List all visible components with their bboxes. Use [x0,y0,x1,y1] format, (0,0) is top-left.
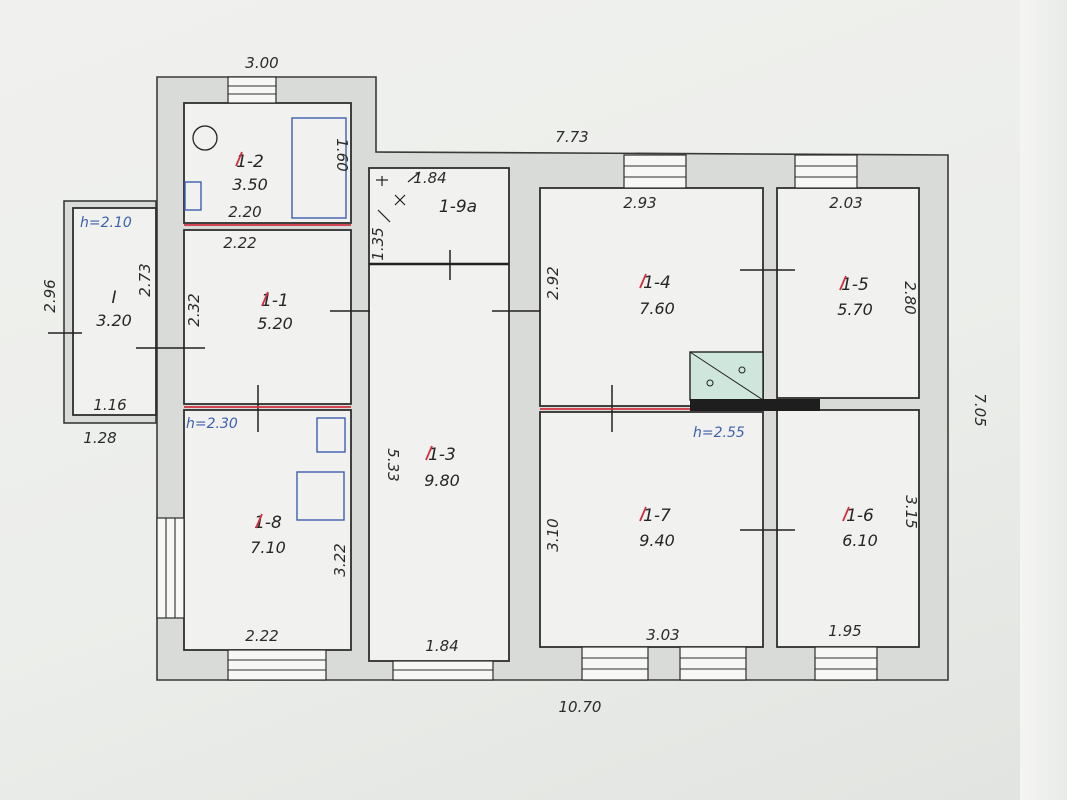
dim-top-left: 3.00 [245,54,278,72]
dim-veranda-height: 2.96 [41,279,59,312]
dim-1-9a-width: 1.84 [413,169,446,187]
room-1-7 [539,411,764,648]
room-number-1-6: 1-6 [846,506,874,526]
room-1-5 [776,187,920,399]
room-1-2 [183,102,352,224]
room-number-1-2: 1-2 [236,152,264,172]
room-1-3 [368,167,510,662]
room-number-1-9a: 1-9a [439,197,477,217]
ceiling-height-veranda: h=2.10 [80,215,132,231]
room-area-veranda: 3.20 [96,311,132,330]
vent-cross-icon [376,171,421,223]
ceiling-height-1-8: h=2.30 [186,416,238,432]
dim-1-3-width: 1.84 [425,637,458,655]
room-veranda [72,207,157,416]
dim-1-5-width: 2.03 [829,194,862,212]
dim-veranda-bottom-inner: 1.16 [93,396,126,414]
room-area-1-6: 6.10 [842,531,878,550]
dim-1-5-height: 2.80 [901,281,919,314]
dim-1-9a-height: 1.35 [369,227,387,260]
dim-right: 7.05 [971,393,989,426]
dim-bottom: 10.70 [559,698,602,716]
room-number-1-1: 1-1 [261,291,289,311]
room-1-1 [183,229,352,405]
rooms [72,102,920,662]
room-number-1-4: 1-4 [643,273,671,293]
room-area-1-8: 7.10 [250,538,286,557]
room-1-6 [776,409,920,648]
dim-veranda-side: 2.73 [136,263,154,296]
dim-top-right: 7.73 [555,128,588,146]
room-number-veranda: I [111,288,116,308]
room-area-1-5: 5.70 [837,300,873,319]
room-area-1-1: 5.20 [257,314,293,333]
dim-1-2-width: 2.20 [228,203,261,221]
dim-1-1-height: 2.32 [185,293,203,326]
dim-1-4-height: 2.92 [544,266,562,299]
door-marks [48,269,795,531]
room-number-1-3: 1-3 [428,445,456,465]
room-area-1-3: 9.80 [424,471,460,490]
room-number-1-7: 1-7 [643,506,671,526]
dim-1-1-width: 2.22 [223,234,256,252]
dim-1-6-width: 1.95 [828,622,861,640]
dim-1-6-height: 3.15 [902,495,920,528]
dim-1-8-width: 2.22 [245,627,278,645]
red-ticks [235,151,850,529]
dim-1-8-height: 3.22 [331,543,349,576]
paper-edge [1020,0,1067,800]
room-area-1-2: 3.50 [232,175,268,194]
stove-icon [689,351,820,411]
ceiling-height-main: h=2.55 [693,425,745,441]
dim-veranda-bottom-outer: 1.28 [83,429,116,447]
dim-1-7-width: 3.03 [646,626,679,644]
room-area-1-7: 9.40 [639,531,675,550]
dim-1-3-height: 5.33 [384,448,402,481]
dim-1-2-height: 1.60 [333,138,351,171]
windows [156,76,878,681]
room-number-1-5: 1-5 [841,275,869,295]
room-area-1-4: 7.60 [639,299,675,318]
dim-1-4-width: 2.93 [623,194,656,212]
dim-1-7-height: 3.10 [544,518,562,551]
fixtures [184,117,347,521]
